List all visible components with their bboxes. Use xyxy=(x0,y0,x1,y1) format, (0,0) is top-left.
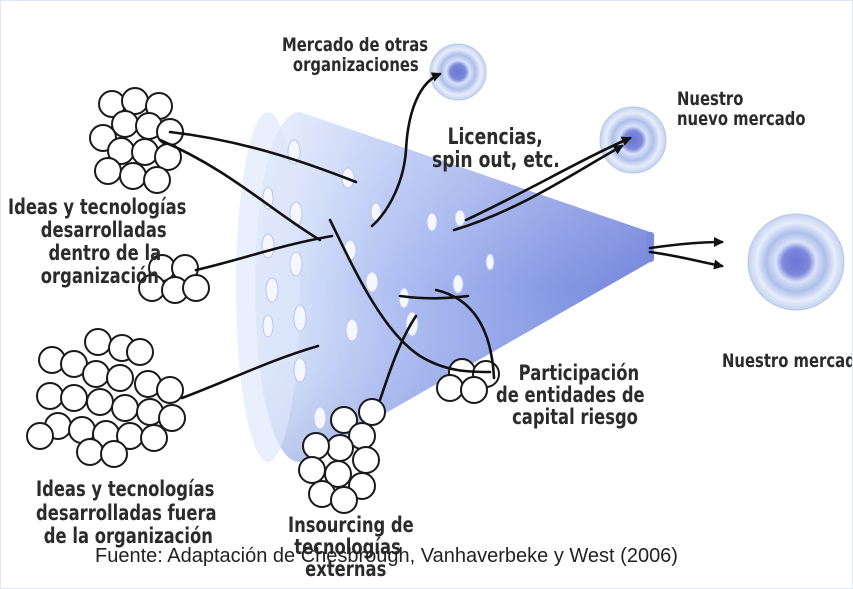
image-frame xyxy=(0,0,853,589)
diagram-canvas: { "labels": { "mercado_otras": ["Mercado… xyxy=(0,0,853,589)
